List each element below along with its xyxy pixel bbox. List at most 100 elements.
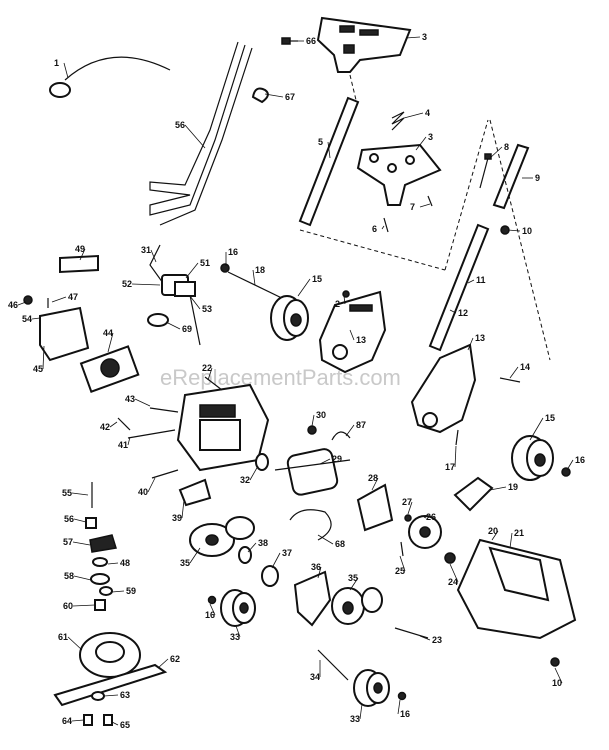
leader-line <box>491 530 499 541</box>
callout-number: 69 <box>182 324 192 334</box>
power-cord-coil-part <box>149 41 253 226</box>
leader-line <box>489 146 503 159</box>
callout-number: 7 <box>410 202 415 212</box>
callout-number: 26 <box>426 512 436 522</box>
leader-line <box>345 424 355 437</box>
callout-number: 44 <box>103 328 113 338</box>
leader-line <box>79 248 86 261</box>
leader-line <box>467 337 474 351</box>
callout-number: 16 <box>575 455 585 465</box>
pulley-35-left-part <box>189 516 255 557</box>
callout-number: 35 <box>348 573 358 583</box>
callout-number: 34 <box>310 672 320 682</box>
washer-56-part <box>85 517 97 529</box>
callout-number: 15 <box>545 413 555 423</box>
callout-number: 18 <box>255 265 265 275</box>
callout-number: 4 <box>425 108 430 118</box>
nut-10-top-part <box>500 225 510 235</box>
callout-number: 47 <box>68 292 78 302</box>
gear-26-part <box>408 515 442 549</box>
adjuster-bracket-right-part <box>410 343 477 434</box>
motor-housing-part <box>176 383 270 472</box>
leader-line <box>423 516 427 519</box>
leader-line <box>71 492 89 496</box>
leader-line <box>67 636 83 651</box>
callout-number: 51 <box>200 258 210 268</box>
handle-guide-dash <box>299 119 489 271</box>
leader-line <box>157 658 169 669</box>
washer-32-part <box>255 453 269 471</box>
callout-number: 60 <box>63 601 73 611</box>
leader-line <box>566 459 574 471</box>
leader-line <box>189 295 201 310</box>
leader-line <box>319 458 331 465</box>
nut-65-part <box>103 714 113 726</box>
rear-wheel-left-part <box>270 295 309 341</box>
callout-number: 29 <box>332 454 342 464</box>
washer-59-part <box>99 586 113 596</box>
leader-line <box>419 635 431 641</box>
callout-number: 87 <box>356 420 366 430</box>
callout-number: 36 <box>311 562 321 572</box>
armature-29-part <box>274 448 351 496</box>
clamp-69-part <box>147 313 169 327</box>
leader-line <box>529 417 544 441</box>
leader-line <box>415 136 427 151</box>
clip-30-part <box>307 425 317 435</box>
front-wheel-right-part <box>353 669 390 707</box>
leader-line <box>235 625 241 638</box>
callout-number: 53 <box>202 304 212 314</box>
leader-line <box>327 141 331 159</box>
lower-handle-tube-part <box>428 223 490 352</box>
leader-line <box>371 477 379 491</box>
leader-line <box>103 694 119 697</box>
leader-line <box>107 332 114 353</box>
bolt-41-part <box>127 429 176 439</box>
callout-number: 13 <box>475 333 485 343</box>
callout-number: 46 <box>8 300 18 310</box>
leader-line <box>454 445 457 468</box>
callout-number: 39 <box>172 513 182 523</box>
leader-line <box>381 225 385 230</box>
leader-line <box>184 124 206 149</box>
leader-line <box>51 296 67 303</box>
leader-line <box>419 203 431 208</box>
pulley-35-right-part <box>331 587 383 625</box>
leader-line <box>73 575 92 581</box>
leader-line <box>399 555 406 572</box>
screw-43-part <box>149 407 179 413</box>
callout-number: 14 <box>520 362 530 372</box>
callout-number: 33 <box>350 714 360 724</box>
callout-number: 52 <box>122 279 132 289</box>
nut-60-part <box>94 599 106 611</box>
leader-line <box>407 501 413 515</box>
callout-number: 63 <box>120 690 130 700</box>
callout-number: 10 <box>552 678 562 688</box>
leader-line <box>73 518 87 523</box>
blade-62-part <box>53 663 168 707</box>
spring-67-lower-part <box>331 431 351 441</box>
washer-58-part <box>90 573 110 585</box>
leader-line <box>509 532 513 549</box>
nut-16-left-part <box>207 595 217 605</box>
leader-line <box>134 398 151 407</box>
callout-number: 5 <box>318 137 323 147</box>
callout-number: 49 <box>75 244 85 254</box>
leader-line <box>317 534 334 545</box>
callout-number: 16 <box>228 247 238 257</box>
cord-part <box>49 56 171 98</box>
leader-line <box>189 547 201 564</box>
callout-number: 28 <box>368 473 378 483</box>
leader-line <box>271 552 281 569</box>
screw-46-part <box>23 295 33 305</box>
leader-line <box>252 269 256 286</box>
callout-number: 54 <box>22 314 32 324</box>
callout-number: 33 <box>230 632 240 642</box>
leader-line <box>349 329 355 341</box>
axle-rod-part <box>220 263 291 303</box>
washer-63-part <box>91 691 105 701</box>
leader-line <box>554 667 563 684</box>
pin-14-part <box>499 377 521 383</box>
leader-line <box>359 703 363 720</box>
